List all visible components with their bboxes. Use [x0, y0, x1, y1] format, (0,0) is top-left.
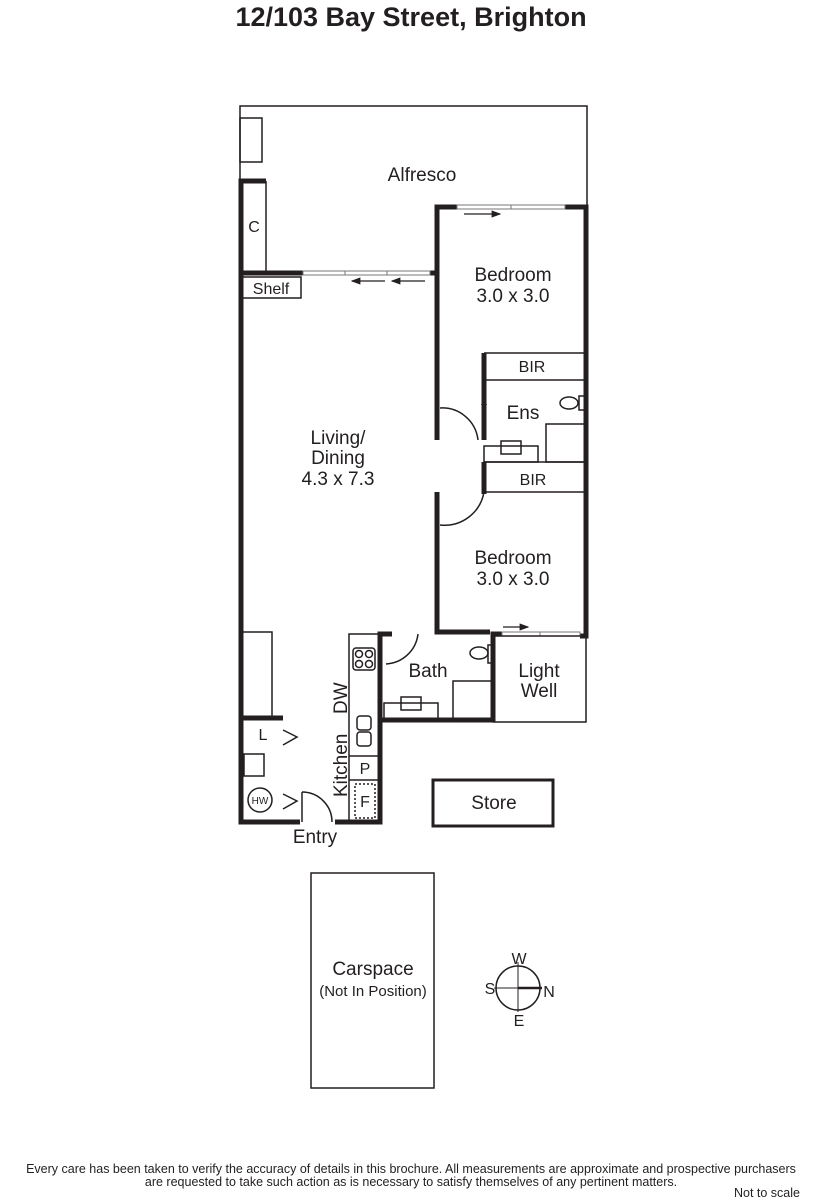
carspace-note: (Not In Position)	[319, 983, 427, 1000]
living-label: Living/	[311, 428, 367, 449]
light-well: Light Well	[492, 635, 587, 723]
compass-east: E	[514, 1013, 525, 1030]
alfresco-label: Alfresco	[388, 165, 457, 186]
compass-west: W	[511, 951, 527, 968]
kitchen-label: Kitchen	[331, 734, 352, 797]
ensuite-block: BIR Ens BIR	[439, 352, 587, 527]
disclaimer: Every care has been taken to verify the …	[0, 1163, 822, 1189]
bedroom2-size: 3.0 x 3.0	[477, 569, 550, 590]
fridge-label: F	[360, 794, 370, 811]
sliding-door-living[interactable]	[302, 270, 431, 285]
dining-label: Dining	[311, 448, 365, 469]
living-size: 4.3 x 7.3	[302, 469, 375, 490]
cupboard: C	[238, 178, 267, 274]
bathroom: Bath	[383, 633, 494, 721]
lightwell-label-2: Well	[521, 681, 558, 702]
hotwater-label: HW	[252, 796, 269, 807]
bedroom2-label: Bedroom	[474, 548, 551, 569]
sliding-door-bedroom2[interactable]	[501, 623, 581, 637]
shelf-label: Shelf	[253, 281, 290, 298]
bath-label: Bath	[408, 661, 447, 682]
kitchen: P F Kitchen DW	[331, 633, 381, 823]
cupboard-label: C	[248, 219, 260, 236]
scale-note: Not to scale	[733, 1186, 800, 1200]
bir2-label: BIR	[520, 472, 547, 489]
disclaimer-line-1: Every care has been taken to verify the …	[26, 1162, 796, 1176]
carspace: Carspace (Not In Position)	[310, 872, 435, 1089]
store-label: Store	[471, 793, 516, 814]
laundry-label: L	[259, 727, 268, 744]
entry-label[interactable]: Entry	[293, 827, 338, 848]
bir1-label: BIR	[519, 359, 546, 376]
compass: W S N E	[485, 951, 555, 1030]
shelf: Shelf	[240, 276, 302, 299]
bedroom1-size: 3.0 x 3.0	[477, 286, 550, 307]
disclaimer-line-2: are requested to take such action as is …	[144, 1175, 678, 1189]
alfresco-area: Alfresco	[239, 105, 588, 272]
lightwell-label: Light	[518, 661, 560, 682]
compass-south: S	[485, 981, 496, 998]
bedroom1-label: Bedroom	[474, 265, 551, 286]
dishwasher-label: DW	[331, 682, 352, 714]
store: Store	[431, 778, 555, 828]
ensuite-label: Ens	[507, 403, 540, 424]
sliding-door-bedroom1[interactable]	[456, 204, 566, 218]
laundry: HW L	[240, 631, 333, 823]
compass-north: N	[543, 984, 555, 1001]
carspace-label: Carspace	[332, 959, 413, 980]
pantry-label: P	[360, 761, 371, 778]
page-title: 12/103 Bay Street, Brighton	[235, 2, 587, 32]
